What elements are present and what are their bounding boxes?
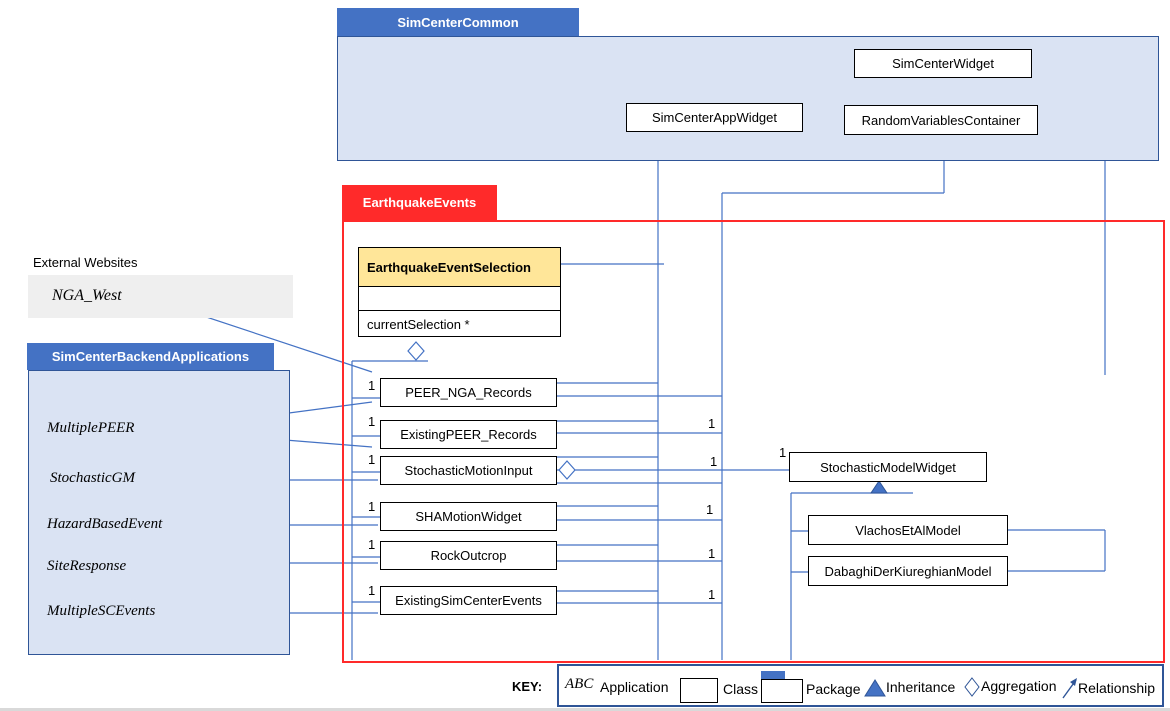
key-relationship-symbol (1062, 678, 1077, 699)
key-aggregation-symbol (964, 677, 980, 697)
package-tab-earthquakeevents: EarthquakeEvents (342, 185, 497, 220)
class-label: SimCenterWidget (892, 56, 994, 71)
key-application-label: Application (600, 679, 669, 695)
package-tab-backend: SimCenterBackendApplications (27, 343, 274, 370)
package-body-simcentercommon (337, 36, 1159, 161)
app-stochasticgm[interactable]: StochasticGM (50, 470, 135, 486)
key-class-label: Class (723, 681, 759, 697)
class-shamotionwidget[interactable]: SHAMotionWidget (380, 502, 557, 531)
external-websites-panel (28, 275, 293, 318)
app-hazardbasedevent[interactable]: HazardBasedEvent (47, 516, 163, 532)
class-label: SimCenterAppWidget (652, 110, 777, 125)
multiplicity-label: 1 (368, 499, 376, 514)
key-application-glyph: ABC (565, 676, 594, 692)
class-simcenterwidget[interactable]: SimCenterWidget (854, 49, 1032, 78)
class-attributes-separator (359, 287, 560, 311)
class-header: EarthquakeEventSelection (359, 248, 560, 287)
class-stochasticmodelwidget[interactable]: StochasticModelWidget (789, 452, 987, 482)
package-body-backend (28, 370, 290, 655)
package-label: EarthquakeEvents (362, 195, 477, 210)
class-existingsimcenterevents[interactable]: ExistingSimCenterEvents (380, 586, 557, 615)
class-label: ExistingPEER_Records (400, 427, 537, 442)
key-class-symbol (680, 678, 718, 703)
class-peer-nga-records[interactable]: PEER_NGA_Records (380, 378, 557, 407)
external-websites-label: External Websites (33, 255, 138, 270)
package-tab-simcentercommon: SimCenterCommon (337, 8, 579, 37)
multiplicity-label: 1 (368, 583, 376, 598)
aggregation-diamond (558, 460, 576, 480)
class-title: EarthquakeEventSelection (367, 259, 531, 275)
attribute-current-selection: currentSelection * (367, 316, 470, 332)
class-label: StochasticModelWidget (820, 459, 956, 475)
multiplicity-label: 1 (708, 587, 716, 602)
key-legend: ABC Application Class Package Inheritanc… (557, 664, 1164, 707)
class-label: RandomVariablesContainer (861, 112, 1021, 128)
class-label: SHAMotionWidget (415, 509, 522, 524)
multiplicity-label: 1 (779, 445, 787, 460)
class-label: VlachosEtAlModel (855, 522, 961, 538)
app-siteresponse[interactable]: SiteResponse (47, 558, 127, 574)
app-multiplescevents[interactable]: MultipleSCEvents (47, 603, 156, 619)
key-aggregation-label: Aggregation (981, 678, 1057, 694)
class-label: StochasticMotionInput (404, 463, 533, 478)
class-methods: currentSelection * (359, 311, 560, 337)
key-inheritance-symbol (864, 679, 886, 697)
aggregation-diamond (407, 341, 425, 361)
app-multiplepeer[interactable]: MultiplePEER (47, 420, 135, 436)
key-relationship-label: Relationship (1078, 680, 1156, 696)
class-label: RockOutcrop (430, 548, 507, 563)
multiplicity-label: 1 (368, 378, 376, 393)
multiplicity-label: 1 (708, 546, 716, 561)
multiplicity-label: 1 (368, 537, 376, 552)
class-label: PEER_NGA_Records (405, 385, 532, 400)
key-package-label: Package (806, 681, 861, 697)
class-dabaghiderkiureghianmodel[interactable]: DabaghiDerKiureghianModel (808, 556, 1008, 586)
class-earthquakeeventselection[interactable]: EarthquakeEventSelection currentSelectio… (358, 247, 561, 337)
package-body-earthquakeevents (342, 220, 1165, 663)
app-nga-west[interactable]: NGA_West (52, 287, 122, 304)
class-stochasticmotioninput[interactable]: StochasticMotionInput (380, 456, 557, 485)
inheritance-arrow (870, 480, 888, 494)
class-rockoutcrop[interactable]: RockOutcrop (380, 541, 557, 570)
bottom-divider (0, 708, 1170, 711)
class-simcenterappwidget[interactable]: SimCenterAppWidget (626, 103, 803, 132)
multiplicity-label: 1 (368, 452, 376, 467)
class-existingpeer-records[interactable]: ExistingPEER_Records (380, 420, 557, 449)
class-vlachosetalmodel[interactable]: VlachosEtAlModel (808, 515, 1008, 545)
multiplicity-label: 1 (368, 414, 376, 429)
key-inheritance-label: Inheritance (886, 679, 956, 695)
class-randomvariablescontainer[interactable]: RandomVariablesContainer (844, 105, 1038, 135)
multiplicity-label: 1 (708, 416, 716, 431)
key-package-symbol (761, 679, 803, 703)
class-label: ExistingSimCenterEvents (395, 593, 542, 608)
class-label: DabaghiDerKiureghianModel (824, 563, 992, 579)
multiplicity-label: 1 (706, 502, 714, 517)
multiplicity-label: 1 (710, 454, 718, 469)
package-label: SimCenterCommon (397, 15, 519, 30)
key-label: KEY: (512, 679, 543, 694)
package-label: SimCenterBackendApplications (51, 349, 250, 364)
